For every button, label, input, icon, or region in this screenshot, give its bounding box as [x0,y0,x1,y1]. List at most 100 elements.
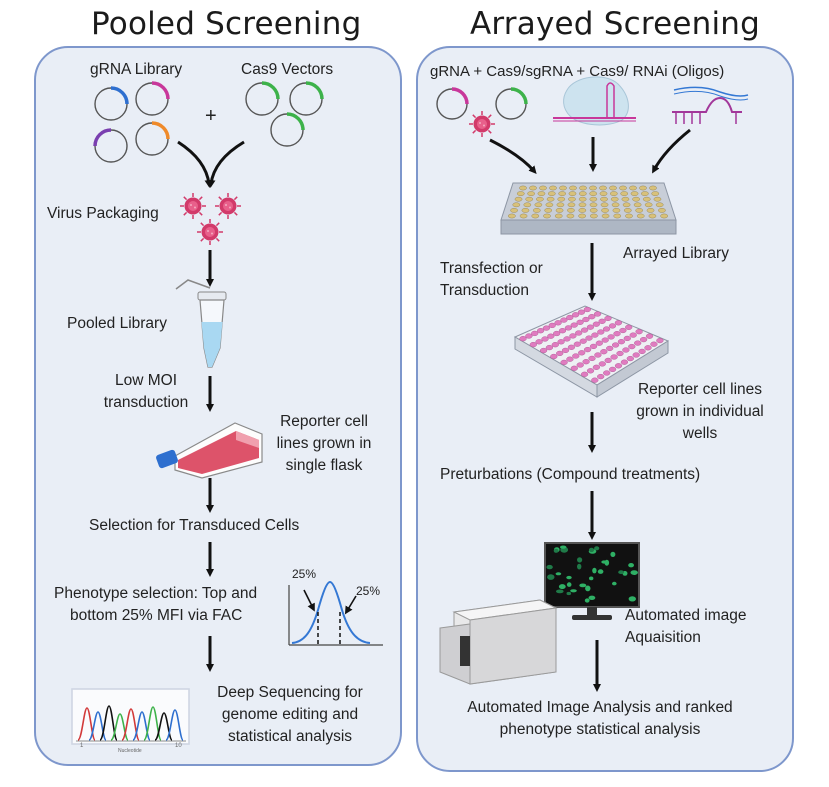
plate-well [626,356,634,362]
plate-well [576,362,584,368]
cell-blob [601,560,607,564]
cell-blob [560,545,567,549]
plate-well [558,191,566,196]
transfection-line1: Transfection or [440,260,543,277]
plate-well [619,327,627,334]
arrayed-library-label: Arrayed Library [623,245,729,262]
plate-well [589,202,598,208]
plate-well [614,320,623,326]
plate-well [553,330,561,337]
plate-well [604,315,612,322]
plate-well [519,213,528,219]
cell-blob [566,575,572,580]
plate-well [536,328,545,334]
arrow-icon [489,128,691,175]
perturbations-label: Preturbations (Compound treatments) [440,466,701,483]
plasmid-icon [93,81,324,163]
plate-well [655,202,664,208]
plate-well [639,337,648,343]
cell-blob [588,547,595,553]
plate-well [624,208,632,213]
plate-well [578,202,587,208]
plate-well [567,344,576,350]
plate-well [578,208,587,213]
plate-well [635,329,643,335]
cell-blob [566,591,572,596]
sgrna-icon [553,76,636,126]
plate-well [533,208,541,213]
plate-well [591,332,599,338]
plate-well [638,348,646,355]
plate-well [566,213,575,219]
cell-blob [555,572,562,576]
plate-well [622,347,630,353]
plate-well [651,191,660,196]
plate-well [568,191,577,196]
plate-well [602,326,611,332]
low-moi-line2: transduction [103,394,189,411]
phenotype-line1: Phenotype selection: Top and [54,585,258,602]
plate-well [636,213,645,219]
plate-well [516,191,525,196]
plate-well [601,213,610,219]
plate-well [531,213,540,219]
plate-well [656,338,664,344]
cell-blob [570,589,577,593]
arrayed-reporter-line3: wells [682,425,718,442]
plate-well [560,359,568,366]
plate-well [572,353,580,359]
plate-well [582,316,590,323]
plate-well [563,336,571,342]
arrayed-reporter-label: Reporter cell lines grown in individual … [621,379,779,445]
plate-well [650,341,658,347]
well-plate-icon [513,305,670,398]
plate-well [646,208,655,213]
pooled-reporter-line1: Reporter cell [280,413,368,430]
virus-icon [468,110,496,138]
plate-well [558,328,567,334]
chromatogram-tick-start: 1 [80,743,84,749]
plate-well [534,202,543,208]
virus-icon [179,192,242,246]
analysis-line2: phenotype statistical analysis [499,721,701,738]
plate-well [567,202,576,208]
plate-well [512,202,521,208]
cell-blob [584,598,590,603]
plate-well [593,311,602,317]
plate-well [589,185,597,191]
plate-well [539,185,547,191]
plate-well [620,359,629,365]
plate-well [625,213,633,219]
plate-well [570,322,578,328]
transfection-label: Transfection or Transduction [440,258,543,302]
plate-well [642,196,651,202]
plate-well [578,196,587,202]
cell-blob [592,567,597,574]
plate-well [525,196,534,202]
plate-well [525,333,533,339]
plate-well [586,324,595,330]
tube-icon [175,279,227,368]
plate-well [648,213,657,219]
plate-well [527,191,535,196]
plate-well [588,314,596,320]
plate-well [531,330,539,337]
plate-well [583,347,592,353]
plate-well [539,347,548,354]
plate-well [567,208,575,213]
cell-blob [618,570,624,575]
arrayed-reporter-line2: grown in individual [636,403,764,420]
monitor-icon [544,542,640,620]
plate-well [547,333,555,339]
plate-well [576,319,584,325]
plate-well [610,196,619,202]
cas9-vectors-label: Cas9 Vectors [241,61,334,78]
plus-sign: + [205,105,217,127]
plate-well [555,208,564,213]
plate-well [600,349,608,355]
plate-well [577,309,586,315]
plate-well [578,213,586,219]
plate-well [550,353,558,360]
plasmid-icon [436,87,528,120]
plate-well [613,331,621,337]
